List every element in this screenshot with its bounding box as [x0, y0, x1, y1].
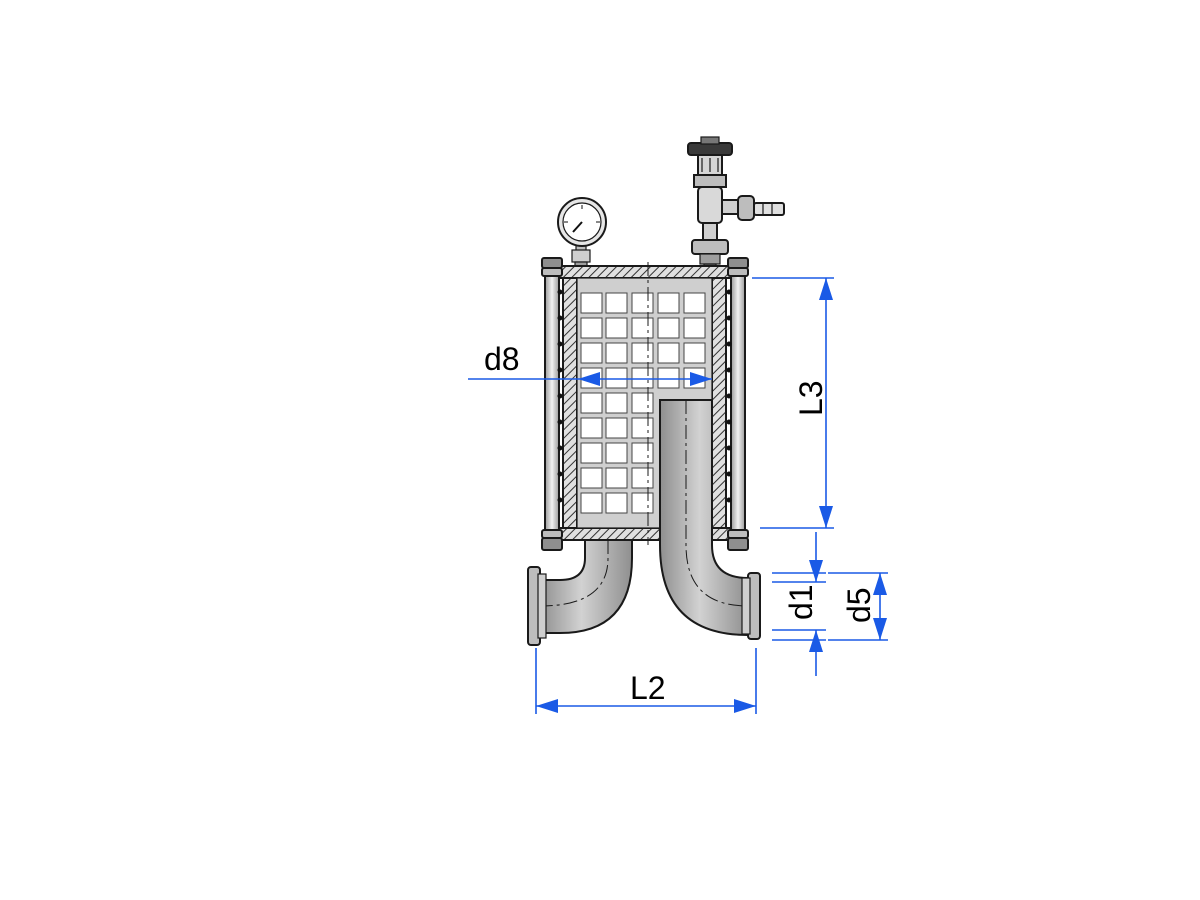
- dimension-label-l2: L2: [630, 670, 666, 706]
- dimension-l2: L2: [535, 648, 757, 714]
- dimension-label-d8: d8: [484, 341, 520, 377]
- pressure-gauge-icon: [557, 197, 607, 273]
- dimension-d5: d5: [828, 572, 888, 641]
- dimension-label-d1: d1: [783, 584, 819, 620]
- dimension-label-l3: L3: [793, 380, 829, 416]
- inlet-elbow: [527, 539, 633, 646]
- vent-valve-icon: [687, 136, 785, 279]
- dimension-label-d5: d5: [841, 587, 877, 623]
- dimension-l3: L3: [752, 277, 834, 529]
- filter-housing: [541, 257, 749, 551]
- outlet-elbow: [659, 399, 761, 640]
- dimension-d8: d8: [468, 341, 712, 386]
- dimension-d1: d1: [772, 532, 826, 676]
